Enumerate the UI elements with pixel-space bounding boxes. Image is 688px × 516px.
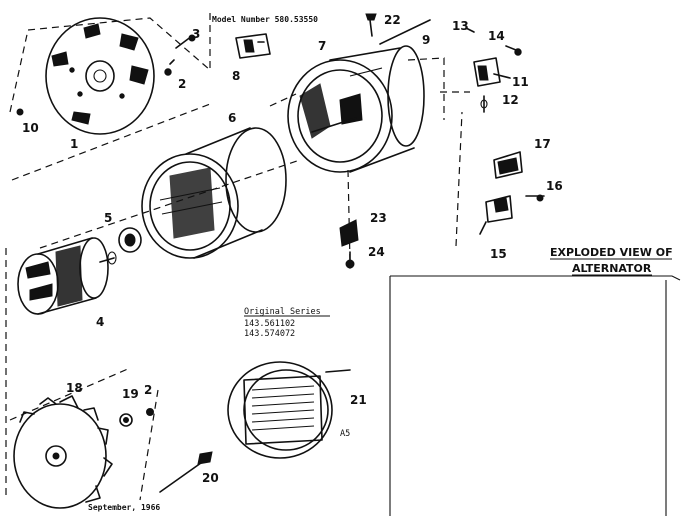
part-1-end-bell xyxy=(45,17,155,135)
callout-10: 10 xyxy=(22,121,39,135)
callout-3: 3 xyxy=(192,27,200,41)
part-13-14-hardware xyxy=(465,27,522,56)
callout-18: 18 xyxy=(66,381,83,395)
assembly-guide-lines xyxy=(5,12,470,501)
figure-code: A5 xyxy=(340,429,350,439)
part-20-bolt xyxy=(159,451,213,493)
title-line-1: EXPLODED VIEW OF xyxy=(550,246,673,259)
part-23-24-hardware xyxy=(339,219,359,269)
callout-20: 20 xyxy=(202,471,219,485)
part-9-wire xyxy=(379,19,431,45)
callout-19: 19 xyxy=(122,387,139,401)
part-7-housing xyxy=(287,45,425,173)
callout-1: 1 xyxy=(70,137,78,151)
part-6-stator xyxy=(141,127,287,259)
callout-15: 15 xyxy=(490,247,507,261)
callout-11: 11 xyxy=(512,75,529,89)
part-15-16-bracket xyxy=(479,194,545,235)
callout-17: 17 xyxy=(534,137,551,151)
part-22-screw xyxy=(365,13,377,37)
part-2-3-hardware xyxy=(16,34,196,116)
callout-9: 9 xyxy=(422,33,430,47)
callout-13: 13 xyxy=(452,19,469,33)
part-11-regulator xyxy=(473,57,511,87)
callout-7: 7 xyxy=(318,39,326,53)
part-21-end-cover xyxy=(227,361,351,459)
part-17-brush xyxy=(493,151,523,179)
callout-12: 12 xyxy=(502,93,519,107)
callout-21: 21 xyxy=(350,393,367,407)
center-axis xyxy=(11,103,301,249)
callout-24: 24 xyxy=(368,245,385,259)
model-number: Model Number 580.53550 xyxy=(212,15,318,24)
serial-heading: Original Series xyxy=(244,307,321,317)
serial-line-1: 143.561102 xyxy=(244,319,295,329)
callout-8: 8 xyxy=(232,69,240,83)
callout-5: 5 xyxy=(104,211,112,225)
part-18-fan xyxy=(13,395,113,509)
part-8-terminal xyxy=(235,33,271,59)
callout-4: 4 xyxy=(96,315,104,329)
date-label: September, 1966 xyxy=(88,503,160,512)
callout-6: 6 xyxy=(228,111,236,125)
callout-2b: 2 xyxy=(144,383,152,397)
part-4-rotor xyxy=(17,237,117,315)
callout-22: 22 xyxy=(384,13,401,27)
callout-2: 2 xyxy=(178,77,186,91)
serial-line-2: 143.574072 xyxy=(244,329,295,339)
callout-16: 16 xyxy=(546,179,563,193)
part-19-2-hardware xyxy=(119,408,154,427)
title-line-2: ALTERNATOR xyxy=(572,262,652,275)
callout-14: 14 xyxy=(488,29,505,43)
callout-labels: 1 2 3 4 5 6 7 8 9 10 11 12 13 14 15 16 1… xyxy=(22,13,563,485)
part-12-pin xyxy=(480,95,488,113)
part-5-bearing xyxy=(118,227,142,253)
frame-lines xyxy=(389,275,681,516)
callout-23: 23 xyxy=(370,211,387,225)
